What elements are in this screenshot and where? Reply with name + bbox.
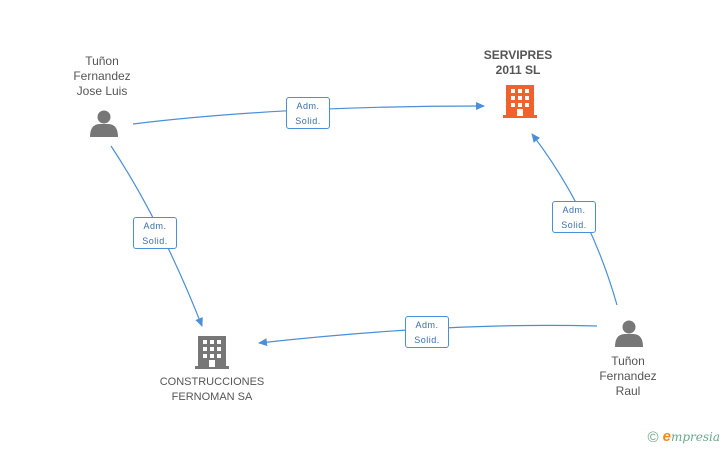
edge-label-line: Solid. (414, 335, 440, 345)
edge-label-line: Adm. (562, 205, 586, 215)
edge-label-line: Solid. (295, 116, 321, 126)
brand-logo-text: mpresia (670, 430, 720, 444)
node-label-line: Jose Luis (76, 84, 128, 98)
edge-label-jose-servipres: Adm. Solid. (286, 97, 330, 129)
brand-logo-e: e (662, 428, 671, 445)
brand-logo: empresia (663, 428, 720, 446)
copyright-icon: © (647, 428, 659, 446)
node-label-jose-luis[interactable]: Tuñon Fernandez Jose Luis (52, 54, 152, 99)
node-label-line: 2011 SL (495, 63, 541, 77)
building-icon[interactable] (503, 85, 537, 118)
empresia-watermark: © empresia (648, 428, 720, 446)
node-label-line: Raul (615, 384, 641, 398)
person-icon[interactable] (90, 110, 118, 138)
node-label-line: SERVIPRES (483, 48, 553, 62)
node-label-line: FERNOMAN SA (171, 391, 253, 403)
edge-label-line: Adm. (143, 221, 167, 231)
edge-label-raul-servipres: Adm. Solid. (552, 201, 596, 233)
node-label-raul[interactable]: Tuñon Fernandez Raul (578, 354, 678, 399)
node-label-line: Tuñon (611, 354, 645, 368)
edge-label-jose-construcciones: Adm. Solid. (133, 217, 177, 249)
edge-label-line: Adm. (296, 101, 320, 111)
node-label-line: Tuñon (85, 54, 119, 68)
node-label-construcciones[interactable]: CONSTRUCCIONES FERNOMAN SA (142, 375, 282, 405)
node-label-line: Fernandez (599, 369, 657, 383)
edge-label-line: Solid. (561, 220, 587, 230)
node-label-servipres[interactable]: SERVIPRES 2011 SL (468, 48, 568, 78)
edge-label-line: Solid. (142, 236, 168, 246)
person-icon[interactable] (615, 320, 643, 348)
building-icon[interactable] (195, 336, 229, 369)
edge-label-raul-construcciones: Adm. Solid. (405, 316, 449, 348)
node-label-line: CONSTRUCCIONES (159, 376, 265, 388)
node-label-line: Fernandez (73, 69, 131, 83)
edge-label-line: Adm. (415, 320, 439, 330)
